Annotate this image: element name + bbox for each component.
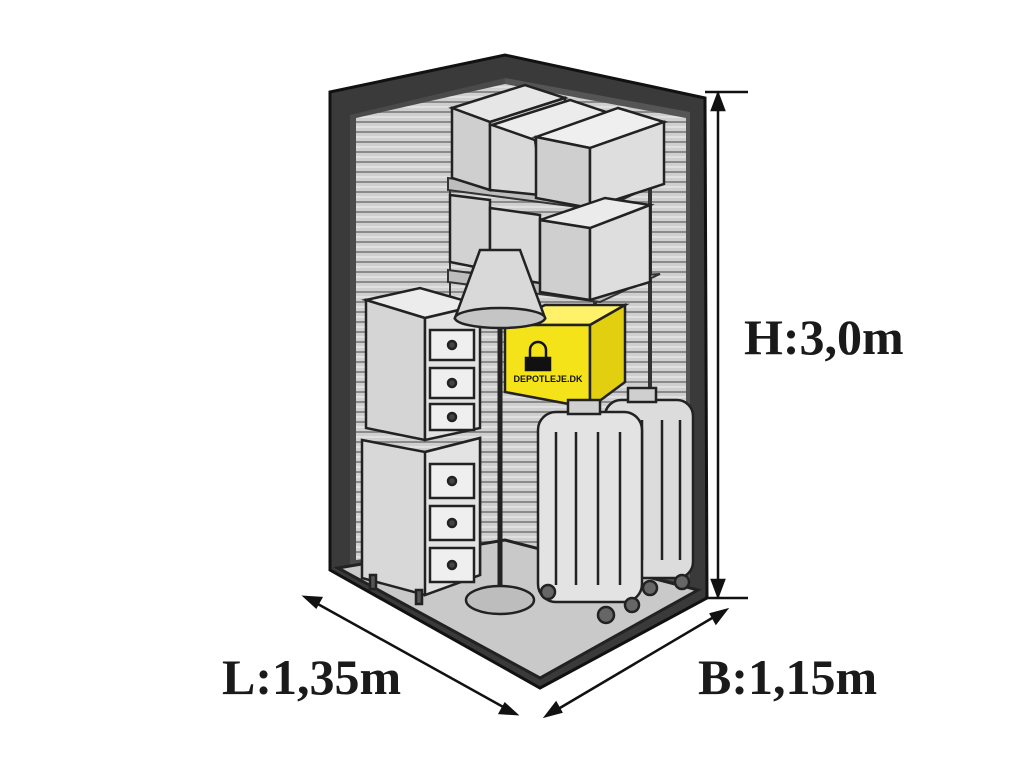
drawer-cabinet-lower (360, 436, 482, 606)
drawer-cabinet-upper (361, 286, 485, 442)
height-dimension-arrow (705, 90, 748, 600)
floor-lamp (453, 248, 547, 616)
box-brand-text: DEPOTLEJE.DK (513, 374, 583, 384)
suitcase-front (536, 398, 644, 625)
length-dimension-arrow (301, 595, 520, 716)
length-label: L:1,35m (222, 649, 402, 705)
storage-boxes-top (448, 83, 669, 210)
width-dimension-arrow (542, 607, 730, 719)
width-label: B:1,15m (698, 649, 878, 705)
padlock-logo-icon (524, 340, 552, 372)
height-label: H:3,0m (744, 309, 904, 365)
